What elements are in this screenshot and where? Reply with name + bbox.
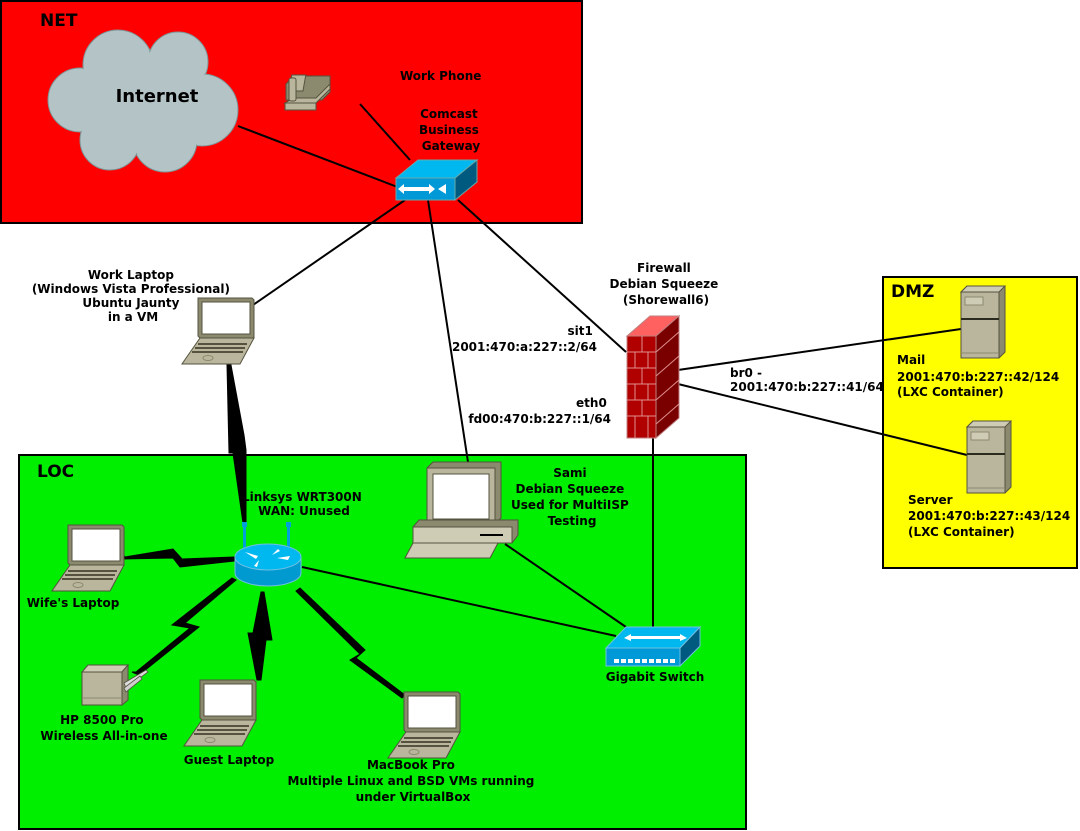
mail-label-line: Mail	[897, 353, 925, 367]
firewall-eth0-label: eth0 fd00:470:b:227::1/64	[468, 396, 611, 426]
firewall-br0-label-line: br0 -	[730, 366, 762, 380]
link-firewall-server	[677, 383, 968, 456]
macbook-label-line: under VirtualBox	[356, 790, 471, 804]
work-laptop-label-line: Ubuntu Jaunty	[82, 296, 179, 310]
link-gateway-sami	[427, 199, 469, 463]
work-laptop-label-line: in a VM	[108, 310, 158, 324]
sami-label-line: Testing	[548, 514, 597, 528]
link-internet-gateway	[237, 125, 401, 189]
switch-icon	[604, 625, 702, 668]
printer-icon	[80, 663, 149, 707]
gateway-label-line: Comcast	[420, 107, 478, 121]
zone-dmz-label: DMZ	[891, 282, 934, 302]
link-gateway-work-laptop	[252, 199, 406, 306]
sami-label-line: Sami	[553, 466, 586, 480]
firewall-label-line: Firewall	[637, 261, 691, 275]
sami-label-line: Used for MultiISP	[511, 498, 629, 512]
server-label: Server 2001:470:b:227::43/124 (LXC Conta…	[908, 493, 1074, 539]
zone-loc-label: LOC	[37, 462, 74, 482]
firewall-label-line: Debian Squeeze	[610, 277, 719, 291]
server-label-line: (LXC Container)	[908, 525, 1015, 539]
phone-icon	[283, 74, 331, 111]
printer-label-line: Wireless All-in-one	[40, 729, 167, 743]
firewall-sit1-label-line: sit1	[567, 324, 592, 338]
router-label-line: WAN: Unused	[258, 504, 350, 518]
cloud-icon	[47, 29, 239, 173]
wireless-macbook-router	[295, 587, 406, 699]
switch-label: Gigabit Switch	[606, 670, 705, 684]
mail-label-line: (LXC Container)	[897, 385, 1004, 399]
zone-net-label: NET	[40, 11, 78, 31]
wireless-router-icon	[234, 522, 302, 587]
printer-label: HP 8500 Pro Wireless All-in-one	[40, 713, 167, 743]
firewall-sit1-label-line: 2001:470:a:227::2/64	[452, 340, 597, 354]
macbook-label-line: Multiple Linux and BSD VMs running	[287, 774, 534, 788]
link-firewall-mail	[677, 328, 962, 371]
mail-label-line: 2001:470:b:227::42/124	[897, 370, 1059, 384]
mail-label: Mail 2001:470:b:227::42/124 (LXC Contain…	[897, 353, 1063, 399]
printer-label-line: HP 8500 Pro	[60, 713, 144, 727]
sami-label-line: Debian Squeeze	[516, 482, 625, 496]
server-tower-icon	[966, 420, 1012, 494]
gateway-label-line: Business	[419, 123, 479, 137]
firewall-br0-label: br0 - 2001:470:b:227::41/64	[730, 366, 884, 394]
wireless-wife-laptop-router	[121, 548, 235, 568]
laptop-icon	[181, 297, 255, 365]
wired-links	[237, 103, 968, 637]
guest-laptop-label: Guest Laptop	[184, 753, 275, 767]
router-label-line: Linksys WRT300N	[242, 490, 362, 504]
link-gateway-firewall	[457, 199, 627, 353]
firewall-label-line: (Shorewall6)	[623, 293, 709, 307]
link-router-switch	[301, 566, 617, 637]
work-laptop-label-line: (Windows Vista Professional)	[32, 282, 230, 296]
wife-laptop-label: Wife's Laptop	[27, 596, 120, 610]
gateway-label-line: Gateway	[422, 139, 481, 153]
desktop-pc-icon	[404, 461, 519, 559]
firewall-br0-label-line: 2001:470:b:227::41/64	[730, 380, 884, 394]
firewall-sit1-label: sit1 2001:470:a:227::2/64	[452, 324, 597, 354]
wireless-guest-laptop-router	[247, 591, 273, 681]
server-label-line: Server	[908, 493, 953, 507]
server-tower-icon	[960, 285, 1006, 359]
gateway-label: Comcast Business Gateway	[419, 107, 483, 153]
firewall-label: Firewall Debian Squeeze (Shorewall6)	[610, 261, 723, 307]
firewall-icon	[625, 314, 681, 440]
macbook-label-line: MacBook Pro	[367, 758, 455, 772]
gateway-switch-icon	[394, 158, 479, 202]
work-phone-label: Work Phone	[400, 69, 481, 83]
work-laptop-label: Work Laptop (Windows Vista Professional)…	[32, 268, 234, 324]
sami-label: Sami Debian Squeeze Used for MultiISP Te…	[511, 466, 633, 528]
wireless-printer-router	[131, 577, 237, 676]
firewall-eth0-label-line: fd00:470:b:227::1/64	[468, 412, 611, 426]
link-sami-switch	[504, 543, 627, 628]
router-label: Linksys WRT300N WAN: Unused	[242, 490, 366, 518]
macbook-label: MacBook Pro Multiple Linux and BSD VMs r…	[287, 758, 538, 804]
internet-label: Internet	[116, 86, 199, 107]
firewall-eth0-label-line: eth0	[576, 396, 607, 410]
server-label-line: 2001:470:b:227::43/124	[908, 509, 1070, 523]
link-phone-gateway	[359, 103, 411, 161]
work-laptop-label-line: Work Laptop	[88, 268, 174, 282]
